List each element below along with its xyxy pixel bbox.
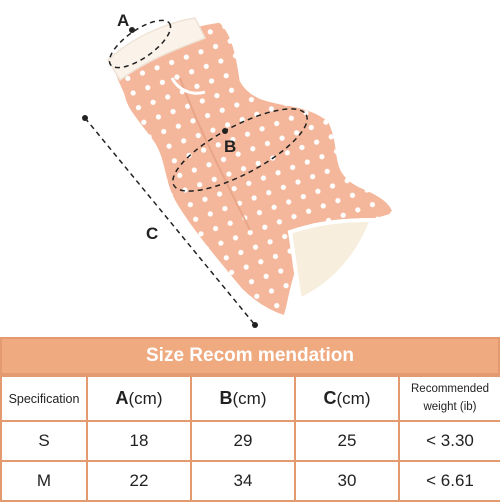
- table-header-row: Specification A(cm) B(cm) C(cm) Recommen…: [0, 375, 500, 422]
- header-a: A(cm): [86, 375, 192, 422]
- dimension-a-ellipse: [108, 19, 172, 69]
- header-specification-label: Specification: [8, 392, 80, 406]
- table-row: M 22 34 30 < 6.61: [0, 460, 500, 502]
- row-c-value: 30: [294, 460, 400, 502]
- header-weight-line2: weight (ib): [423, 400, 477, 413]
- header-a-unit: (cm): [128, 389, 163, 408]
- header-specification: Specification: [0, 375, 88, 422]
- dimension-b-dot: [222, 128, 228, 134]
- header-b-letter: B: [219, 388, 233, 408]
- dimension-c-end-dot: [252, 322, 258, 328]
- header-c-unit: (cm): [336, 389, 371, 408]
- header-c: C(cm): [294, 375, 400, 422]
- header-a-letter: A: [115, 388, 129, 408]
- dimension-c-label: C: [146, 224, 159, 243]
- garment-body: [107, 17, 398, 321]
- size-table: Specification A(cm) B(cm) C(cm) Recommen…: [0, 375, 500, 502]
- row-a-value: 22: [86, 460, 192, 502]
- row-a-value: 18: [86, 420, 192, 462]
- header-b-unit: (cm): [232, 389, 267, 408]
- size-recommendation-table: Size Recom mendation Specification A(cm)…: [0, 337, 500, 502]
- dimension-a-dot: [129, 27, 135, 33]
- row-weight-value: < 3.30: [398, 420, 500, 462]
- table-row: S 18 29 25 < 3.30: [0, 420, 500, 462]
- dimension-b-ellipse: [172, 108, 308, 192]
- dimension-a-label: A: [117, 11, 130, 30]
- dimension-c-start-dot: [82, 115, 88, 121]
- pet-suit-illustration: [82, 17, 398, 328]
- row-c-value: 25: [294, 420, 400, 462]
- row-size: S: [0, 420, 88, 462]
- table-title: Size Recom mendation: [0, 337, 500, 375]
- header-c-letter: C: [323, 388, 337, 408]
- row-weight-value: < 6.61: [398, 460, 500, 502]
- row-size: M: [0, 460, 88, 502]
- header-weight: Recommended weight (ib): [398, 375, 500, 422]
- header-weight-line1: Recommended: [411, 383, 489, 396]
- row-b-value: 34: [190, 460, 296, 502]
- header-b: B(cm): [190, 375, 296, 422]
- dimension-b-label: B: [224, 137, 237, 156]
- product-image: A B C: [82, 11, 398, 328]
- row-b-value: 29: [190, 420, 296, 462]
